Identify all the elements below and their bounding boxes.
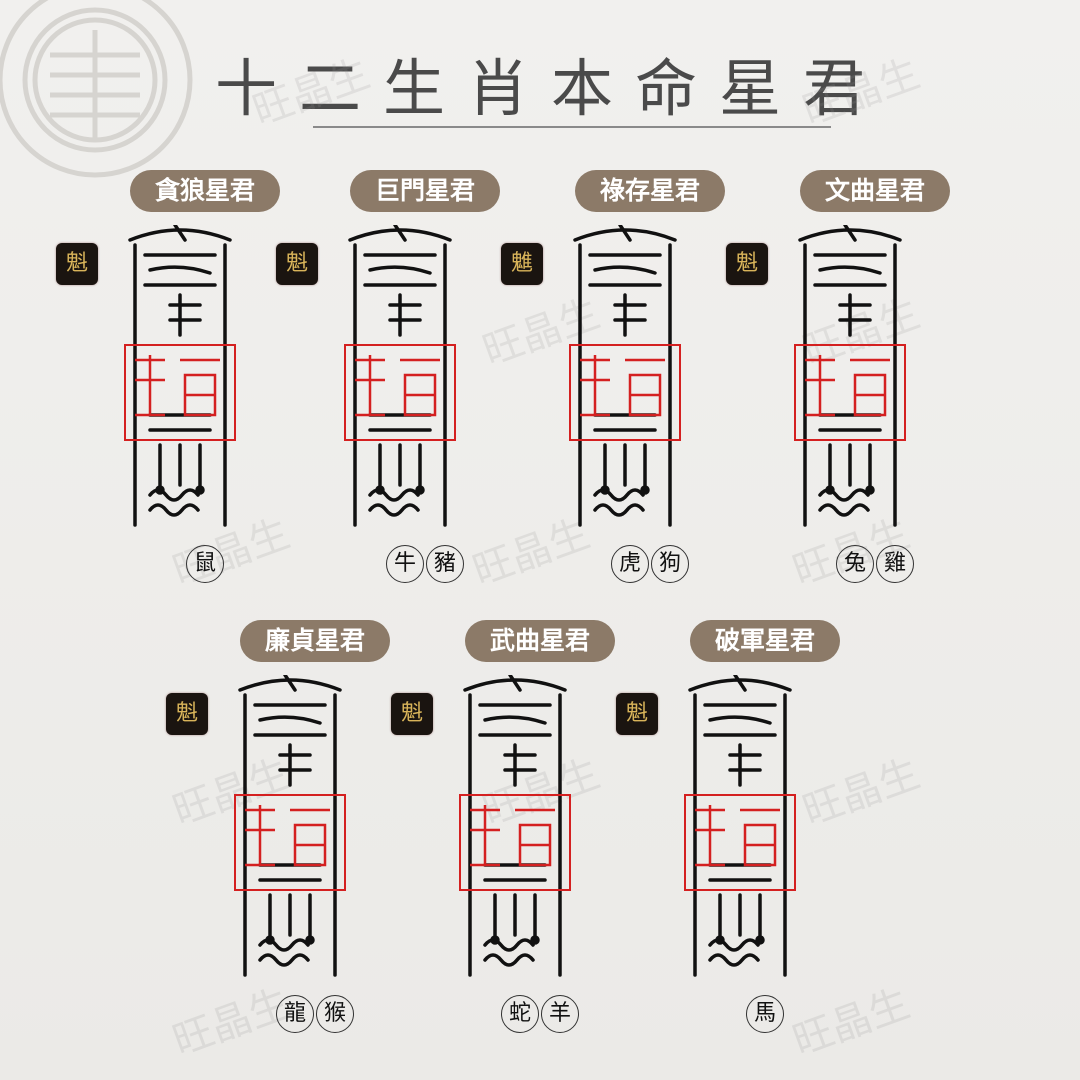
zodiac-badge: 羊 bbox=[541, 995, 579, 1033]
page-title: 十二生肖本命星君 bbox=[214, 52, 887, 125]
star-name-label: 貪狼星君 bbox=[130, 170, 280, 212]
star-lord-card: 文曲星君 魁 兔雞 bbox=[726, 170, 985, 600]
zodiac-badge: 猴 bbox=[316, 995, 354, 1033]
talisman-drawing bbox=[569, 225, 681, 527]
gold-seal-icon: 魁 bbox=[276, 243, 318, 285]
star-lord-card: 廉貞星君 魁 龍猴 bbox=[166, 620, 425, 1050]
zodiac-badge: 鼠 bbox=[186, 545, 224, 583]
zodiac-badge: 豬 bbox=[426, 545, 464, 583]
star-lord-card: 貪狼星君 魁 鼠 bbox=[56, 170, 315, 600]
zodiac-badge: 馬 bbox=[746, 995, 784, 1033]
talisman-drawing bbox=[684, 675, 796, 977]
star-lord-card: 武曲星君 魁 蛇羊 bbox=[391, 620, 650, 1050]
zodiac-list: 蛇羊 bbox=[430, 995, 650, 1033]
zodiac-badge: 狗 bbox=[651, 545, 689, 583]
star-name-label: 廉貞星君 bbox=[240, 620, 390, 662]
zodiac-badge: 雞 bbox=[876, 545, 914, 583]
star-name-label: 祿存星君 bbox=[575, 170, 725, 212]
gold-seal-icon: 魋 bbox=[501, 243, 543, 285]
zodiac-list: 兔雞 bbox=[765, 545, 985, 583]
zodiac-list: 馬 bbox=[655, 995, 875, 1033]
talisman-drawing bbox=[794, 225, 906, 527]
zodiac-list: 龍猴 bbox=[205, 995, 425, 1033]
star-name-label: 文曲星君 bbox=[800, 170, 950, 212]
decorative-emblem bbox=[0, 0, 193, 178]
zodiac-badge: 龍 bbox=[276, 995, 314, 1033]
zodiac-badge: 牛 bbox=[386, 545, 424, 583]
zodiac-list: 鼠 bbox=[95, 545, 315, 583]
talisman-drawing bbox=[459, 675, 571, 977]
star-name-label: 巨門星君 bbox=[350, 170, 500, 212]
gold-seal-icon: 魁 bbox=[56, 243, 98, 285]
star-lord-card: 破軍星君 魁 馬 bbox=[616, 620, 875, 1050]
star-name-label: 破軍星君 bbox=[690, 620, 840, 662]
gold-seal-icon: 魁 bbox=[616, 693, 658, 735]
zodiac-list: 虎狗 bbox=[540, 545, 760, 583]
title-divider bbox=[313, 126, 831, 128]
talisman-drawing bbox=[234, 675, 346, 977]
talisman-drawing bbox=[124, 225, 236, 527]
zodiac-badge: 蛇 bbox=[501, 995, 539, 1033]
gold-seal-icon: 魁 bbox=[391, 693, 433, 735]
star-name-label: 武曲星君 bbox=[465, 620, 615, 662]
zodiac-badge: 虎 bbox=[611, 545, 649, 583]
talisman-drawing bbox=[344, 225, 456, 527]
star-lord-card: 祿存星君 魋 虎狗 bbox=[501, 170, 760, 600]
gold-seal-icon: 魁 bbox=[166, 693, 208, 735]
zodiac-badge: 兔 bbox=[836, 545, 874, 583]
gold-seal-icon: 魁 bbox=[726, 243, 768, 285]
zodiac-list: 牛豬 bbox=[315, 545, 535, 583]
star-lord-card: 巨門星君 魁 牛豬 bbox=[276, 170, 535, 600]
